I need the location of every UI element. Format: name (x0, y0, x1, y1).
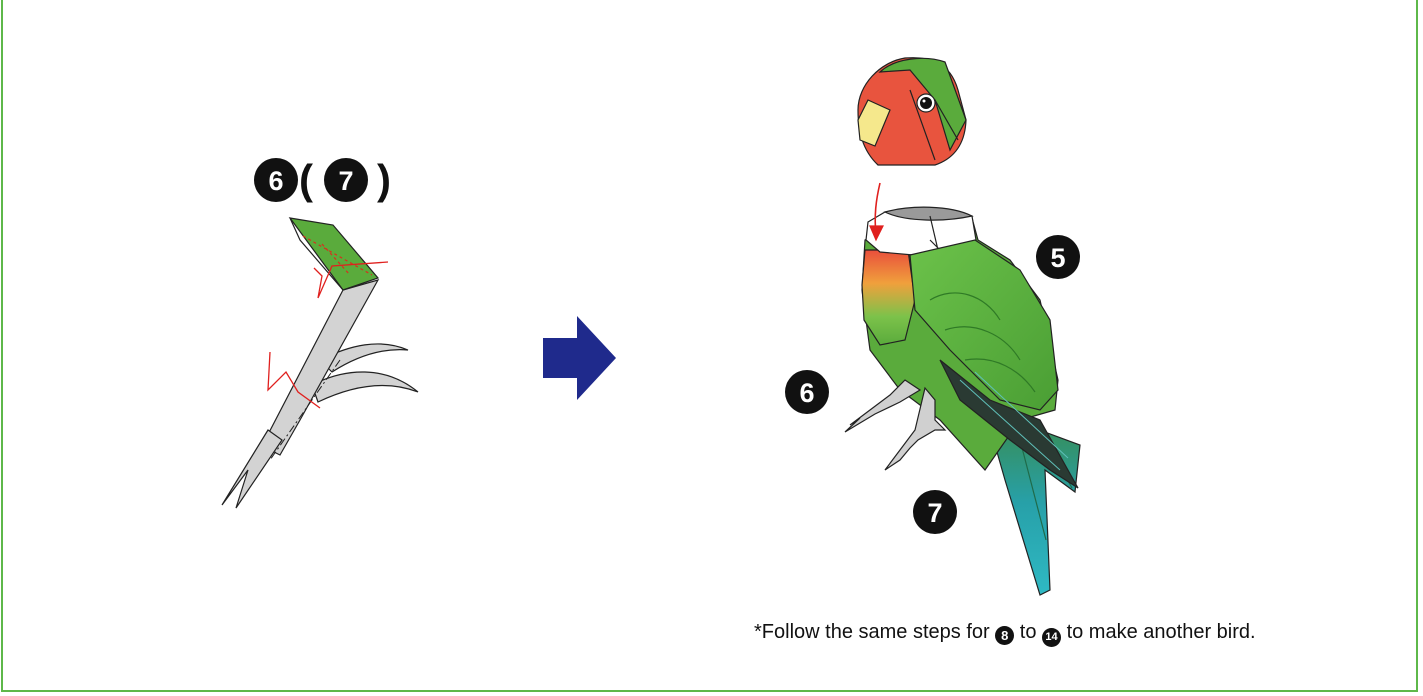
green-tab (288, 217, 380, 291)
guide-line-bottom (267, 351, 321, 409)
callout-7-label: 7 (927, 498, 942, 528)
bird-wing (909, 239, 1059, 411)
step-heading: 6 ( 7 ) (254, 156, 391, 203)
toe-lower (311, 371, 419, 403)
bird-chest (861, 249, 916, 346)
note-prefix: *Follow the same steps for (754, 621, 996, 643)
leg-heel-prongs (221, 429, 283, 509)
leg-shank (261, 279, 380, 456)
leg-part-illustration (221, 217, 419, 509)
toe-upper (318, 343, 409, 373)
note-suffix: to make another bird. (1061, 621, 1256, 643)
primary-highlights (959, 371, 1069, 471)
fold-line-1 (302, 235, 373, 276)
step-6-label: 6 (268, 166, 283, 196)
guide-line-top (313, 261, 389, 299)
bird-illustration (844, 57, 1081, 596)
callout-7: 7 (913, 490, 957, 534)
note-badge-from: 8 (995, 626, 1015, 645)
note-badge-to: 14 (1042, 628, 1062, 647)
close-paren: ) (377, 156, 391, 203)
open-paren: ( (299, 156, 313, 203)
center-fold-line (269, 359, 341, 461)
attach-arrow-head (869, 225, 884, 242)
collar-opening (883, 206, 974, 221)
step-7-badge (324, 158, 368, 202)
wing-feather-lines (929, 292, 1036, 393)
head-crown (878, 57, 967, 152)
callout-6: 6 (785, 370, 829, 414)
step-6-badge (254, 158, 298, 202)
bird-leg-right (884, 386, 947, 471)
callout-5: 5 (1036, 235, 1080, 279)
note-middle: to (1014, 621, 1043, 643)
head-seam-lines (909, 89, 959, 161)
bird-beak (857, 99, 891, 147)
step-7-label: 7 (338, 166, 353, 196)
fold-line-2 (321, 243, 351, 276)
callout-5-label: 5 (1050, 243, 1065, 273)
callout-6-label: 6 (799, 378, 814, 408)
eye-icon (916, 93, 936, 113)
bird-leg-left (844, 379, 922, 433)
instruction-note: *Follow the same steps for 8 to 14 to ma… (754, 621, 1256, 647)
right-arrow-icon (543, 316, 616, 400)
